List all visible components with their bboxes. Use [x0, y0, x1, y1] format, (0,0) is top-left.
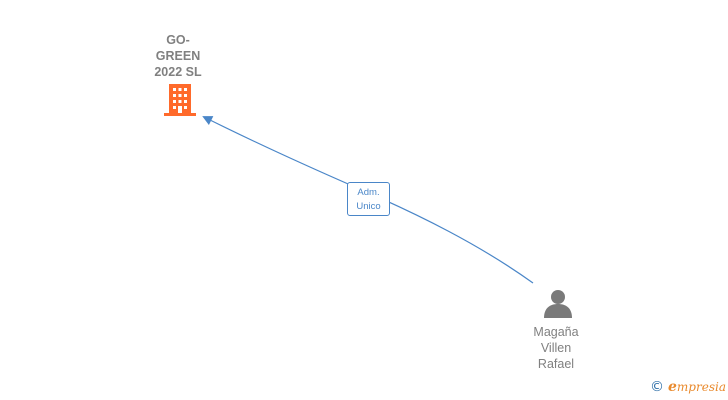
role-label-line: Unico: [356, 201, 381, 212]
brand-name: empresia: [668, 379, 726, 395]
empresia-watermark: © empresia: [650, 378, 726, 396]
building-icon[interactable]: [164, 84, 196, 116]
brand-initial: e: [668, 379, 677, 395]
brand-rest: mpresia: [676, 380, 726, 394]
person-name-line: Magaña: [533, 325, 579, 339]
role-badge[interactable]: Adm. Unico: [347, 182, 390, 216]
role-label-line: Adm.: [357, 187, 380, 198]
person-icon[interactable]: [544, 290, 572, 318]
person-name[interactable]: Magaña Villen Rafael: [506, 324, 606, 372]
company-name-line: GO-: [166, 33, 190, 47]
company-name-line: 2022 SL: [154, 65, 202, 79]
copyright-icon: ©: [650, 379, 664, 395]
person-name-line: Rafael: [537, 357, 575, 371]
company-name-line: GREEN: [155, 49, 201, 63]
person-name-line: Villen: [540, 341, 572, 355]
company-name[interactable]: GO- GREEN 2022 SL: [128, 32, 228, 80]
